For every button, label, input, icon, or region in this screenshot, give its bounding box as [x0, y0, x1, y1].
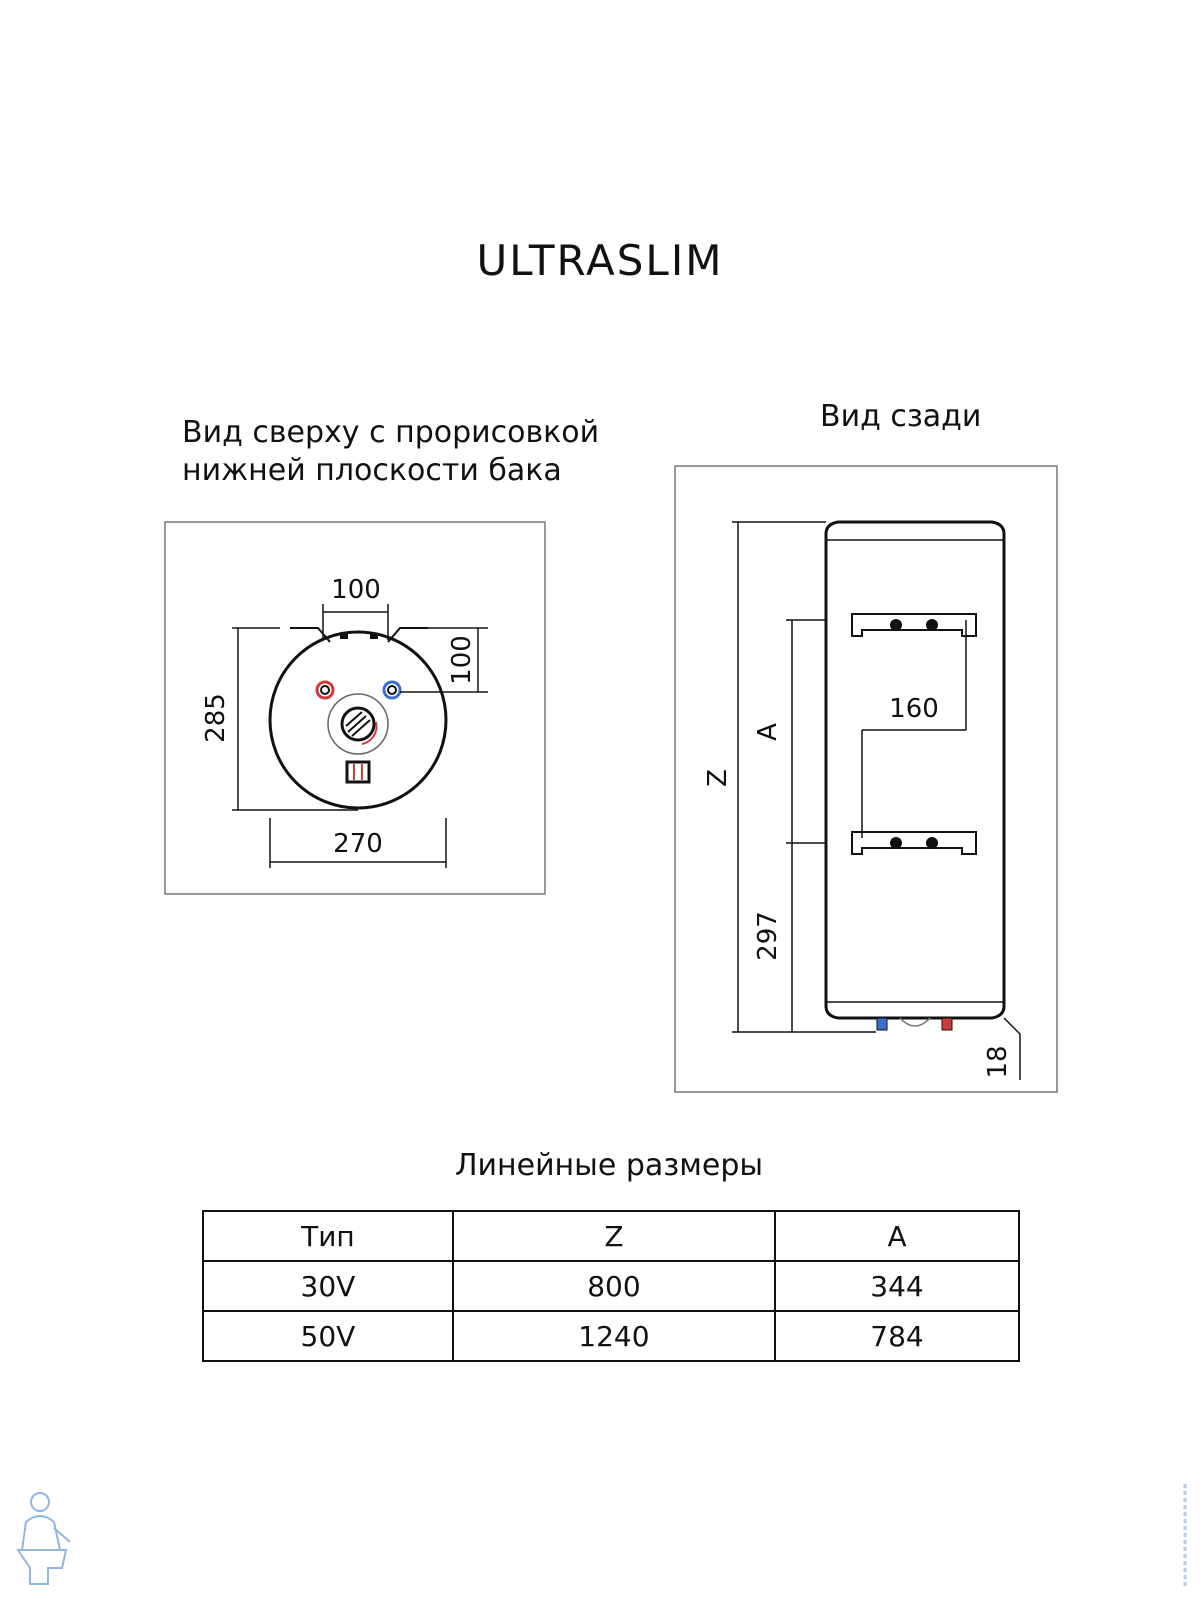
watermark-stripe [1183, 1484, 1187, 1586]
back-view-caption: Вид сзади [820, 399, 982, 434]
dim-depth: 285 [201, 693, 231, 743]
dim-inlet-offset: 100 [447, 635, 477, 685]
cold-outlet-icon [876, 1017, 888, 1031]
dim-inlet-spacing: 100 [331, 575, 381, 605]
top-view-caption-line-1: Вид сверху с прорисовкой [182, 415, 600, 450]
table-cell: 30V [202, 1260, 454, 1312]
flange-bolt-icon [340, 706, 376, 742]
lower-bracket [851, 831, 977, 855]
top-view-caption-line-2: нижней плоскости бака [182, 453, 562, 488]
upper-bracket [851, 613, 977, 637]
heater-flange [327, 693, 389, 755]
table-cell: 1240 [451, 1310, 777, 1362]
top-view-drawing: 100 100 285 270 [164, 521, 546, 895]
mount-bracket [290, 627, 428, 643]
table-cell: 50V [202, 1310, 454, 1362]
dimensions-table: Тип Z A 30V 800 344 50V 1240 784 [202, 1210, 1020, 1362]
tank-outline [268, 630, 448, 810]
table-row: 50V 1240 784 [202, 1310, 1020, 1362]
back-view-drawing: Z A 297 160 18 [674, 465, 1058, 1093]
plumber-logo-icon [16, 1492, 71, 1585]
table-header-row: Тип Z A [202, 1210, 1020, 1262]
table-caption: Линейные размеры [454, 1148, 764, 1183]
hot-pipe-icon [315, 680, 335, 700]
table-header-cell: A [774, 1210, 1020, 1262]
table-cell: 784 [774, 1310, 1020, 1362]
top-view-frame [164, 521, 546, 895]
table-row: 30V 800 344 [202, 1260, 1020, 1312]
hot-outlet-icon [941, 1017, 953, 1031]
back-view-frame [674, 465, 1058, 1093]
page-title: ULTRASLIM [476, 236, 724, 285]
dim-bracket-spacing: A [753, 723, 783, 741]
dim-total-height: Z [703, 769, 733, 787]
cold-pipe-icon [382, 680, 402, 700]
table-header-cell: Z [451, 1210, 777, 1262]
top-view-caption: Вид сверху с прорисовкой нижней плоскост… [182, 414, 599, 490]
table-cell: 344 [774, 1260, 1020, 1312]
dim-pipe-length: 18 [983, 1045, 1013, 1078]
dim-width: 270 [333, 829, 383, 859]
drawings: 100 100 285 270 Z [164, 465, 1058, 1093]
table-header-cell: Тип [202, 1210, 454, 1262]
dim-bracket-width: 160 [889, 694, 939, 724]
dim-bottom-offset: 297 [753, 911, 783, 961]
thermostat-icon [345, 760, 371, 784]
table-cell: 800 [451, 1260, 777, 1312]
tank-body [824, 520, 1006, 1020]
